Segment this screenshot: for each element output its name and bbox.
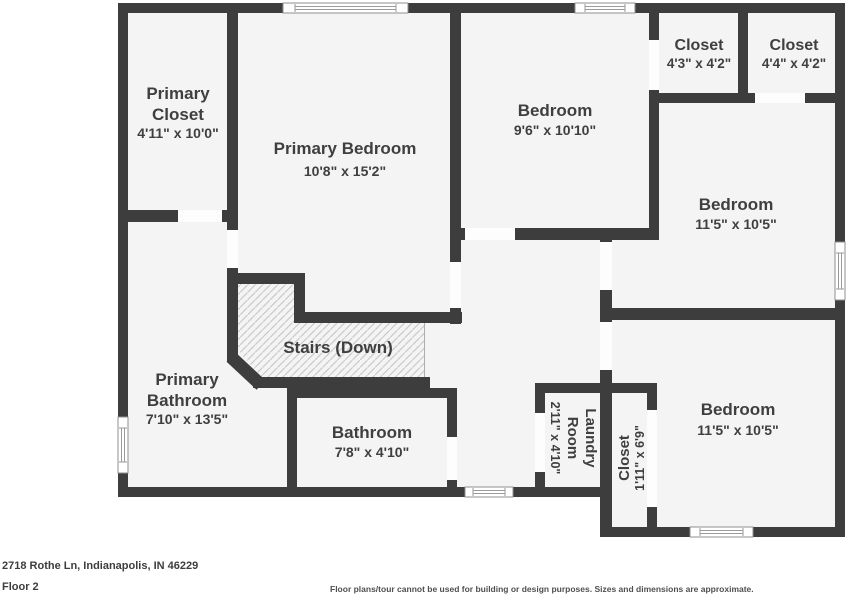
room-name: Closet [770,37,820,54]
room-label-closet-top-right: Closet 4'4" x 4'2" [762,37,826,71]
floor-plan-drawing: Primary Closet 4'11" x 10'0" Primary Bed… [117,2,846,538]
footer-floor-label: Floor 2 [2,581,39,593]
room-label-laundry: Laundry Room 2'11" x 4'10" [548,402,599,475]
door-openings [178,40,805,507]
room-name: Closet [152,105,204,124]
footer-disclaimer: Floor plans/tour cannot be used for buil… [330,584,754,594]
room-dims: 11'5" x 10'5" [695,216,776,232]
room-dims: 7'10" x 13'5" [146,411,228,427]
room-name: Primary [155,370,219,389]
room-name: Closet [616,435,633,481]
room-name: Closet [675,37,725,54]
room-name: Laundry [582,408,599,468]
room-label-bedroom-right-upper: Bedroom 11'5" x 10'5" [695,195,776,232]
room-dims: 10'8" x 15'2" [304,163,386,179]
building-footprint [118,3,845,537]
room-label-stairs: Stairs (Down) [283,338,393,357]
room-label-closet-top-left: Closet 4'3" x 4'2" [667,37,731,71]
room-dims: 4'11" x 10'0" [137,125,218,141]
window-right-bedroom [834,241,846,301]
stairs-area [238,284,425,377]
room-label-bedroom-right-lower: Bedroom 11'5" x 10'5" [697,400,778,438]
room-dims: 1'11" x 6'9" [633,425,647,491]
room-name: Bedroom [518,101,593,120]
room-name: Primary [146,84,210,103]
room-dims: 2'11" x 4'10" [548,402,562,475]
room-label-primary-closet: Primary Closet 4'11" x 10'0" [137,84,218,141]
room-dims: 7'8" x 4'10" [335,444,409,460]
room-label-bedroom-top: Bedroom 9'6" x 10'10" [514,101,596,138]
room-name: Bedroom [701,400,776,419]
window-bottom-hallway [464,486,514,498]
room-label-primary-bathroom: Primary Bathroom 7'10" x 13'5" [146,370,228,427]
window-top-bedroom [574,2,636,14]
footer-address: 2718 Rothe Ln, Indianapolis, IN 46229 [2,560,199,572]
room-name: Bathroom [332,423,412,442]
room-name: Bathroom [147,391,227,410]
room-name: Stairs (Down) [283,338,393,357]
window-top-primary-bedroom [282,2,409,14]
room-dims: 4'4" x 4'2" [762,56,826,71]
windows [117,2,846,538]
room-labels: Primary Closet 4'11" x 10'0" Primary Bed… [137,37,826,491]
room-label-primary-bedroom: Primary Bedroom 10'8" x 15'2" [274,139,417,179]
room-dims: 11'5" x 10'5" [697,422,778,438]
room-label-bathroom: Bathroom 7'8" x 4'10" [332,423,412,460]
room-dims: 9'6" x 10'10" [514,122,596,138]
room-name: Room [564,417,581,460]
room-name: Bedroom [699,195,774,214]
room-name: Primary Bedroom [274,139,417,158]
room-label-closet-hall: Closet 1'11" x 6'9" [616,425,647,491]
room-dims: 4'3" x 4'2" [667,56,731,71]
window-bottom-bedroom [689,526,754,538]
window-left-primary-bathroom [117,416,129,474]
